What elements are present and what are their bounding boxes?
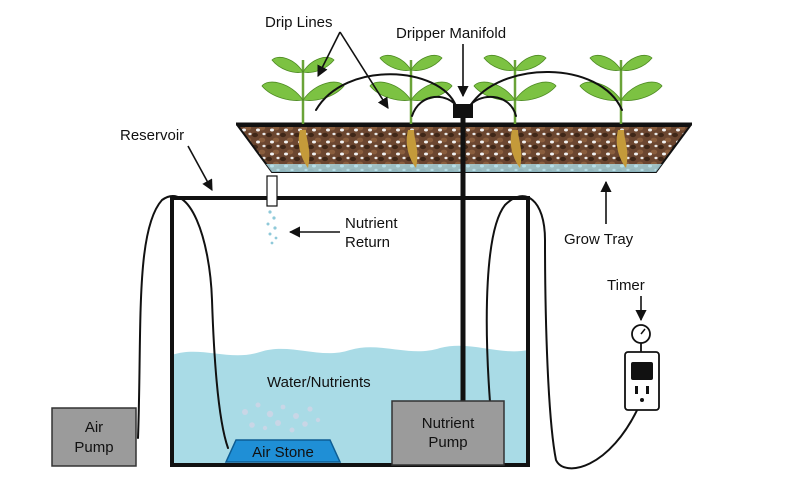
label-drip-lines: Drip Lines (265, 14, 333, 31)
plant-1 (261, 56, 345, 124)
nutrient-pump-label-line1: Nutrient (422, 415, 475, 432)
nutrient-pump (391, 400, 505, 466)
nutrient-pump-label-line2: Pump (428, 434, 467, 451)
air-pump (51, 407, 137, 467)
nutrient-return-drops (266, 210, 278, 245)
air-bubbles (242, 402, 321, 433)
plant-2 (369, 54, 453, 124)
nutrient-pump-loop (485, 195, 641, 470)
label-nutrient-return-line2: Return (345, 234, 390, 251)
nutrient-return-pipe (266, 175, 278, 207)
label-water-nutrients: Water/Nutrients (267, 374, 371, 391)
drip-lines (315, 71, 623, 117)
label-reservoir: Reservoir (120, 127, 184, 144)
label-timer: Timer (607, 277, 645, 294)
air-stone (224, 439, 342, 463)
air-pump-label-line2: Pump (74, 439, 113, 456)
label-grow-tray: Grow Tray (564, 231, 634, 248)
plant-roots (298, 130, 628, 168)
plant-3 (473, 54, 557, 124)
reservoir-tank (170, 196, 530, 467)
label-nutrient-return-line1: Nutrient (345, 215, 398, 232)
plant-4 (579, 54, 663, 124)
timer-plug-icon (631, 362, 653, 380)
air-tube (137, 195, 229, 449)
pointer-arrows (187, 31, 647, 322)
air-stone-label: Air Stone (252, 444, 314, 461)
timer-device (624, 324, 660, 411)
air-pump-label-line1: Air (85, 419, 103, 436)
label-dripper-manifold: Dripper Manifold (396, 25, 506, 42)
